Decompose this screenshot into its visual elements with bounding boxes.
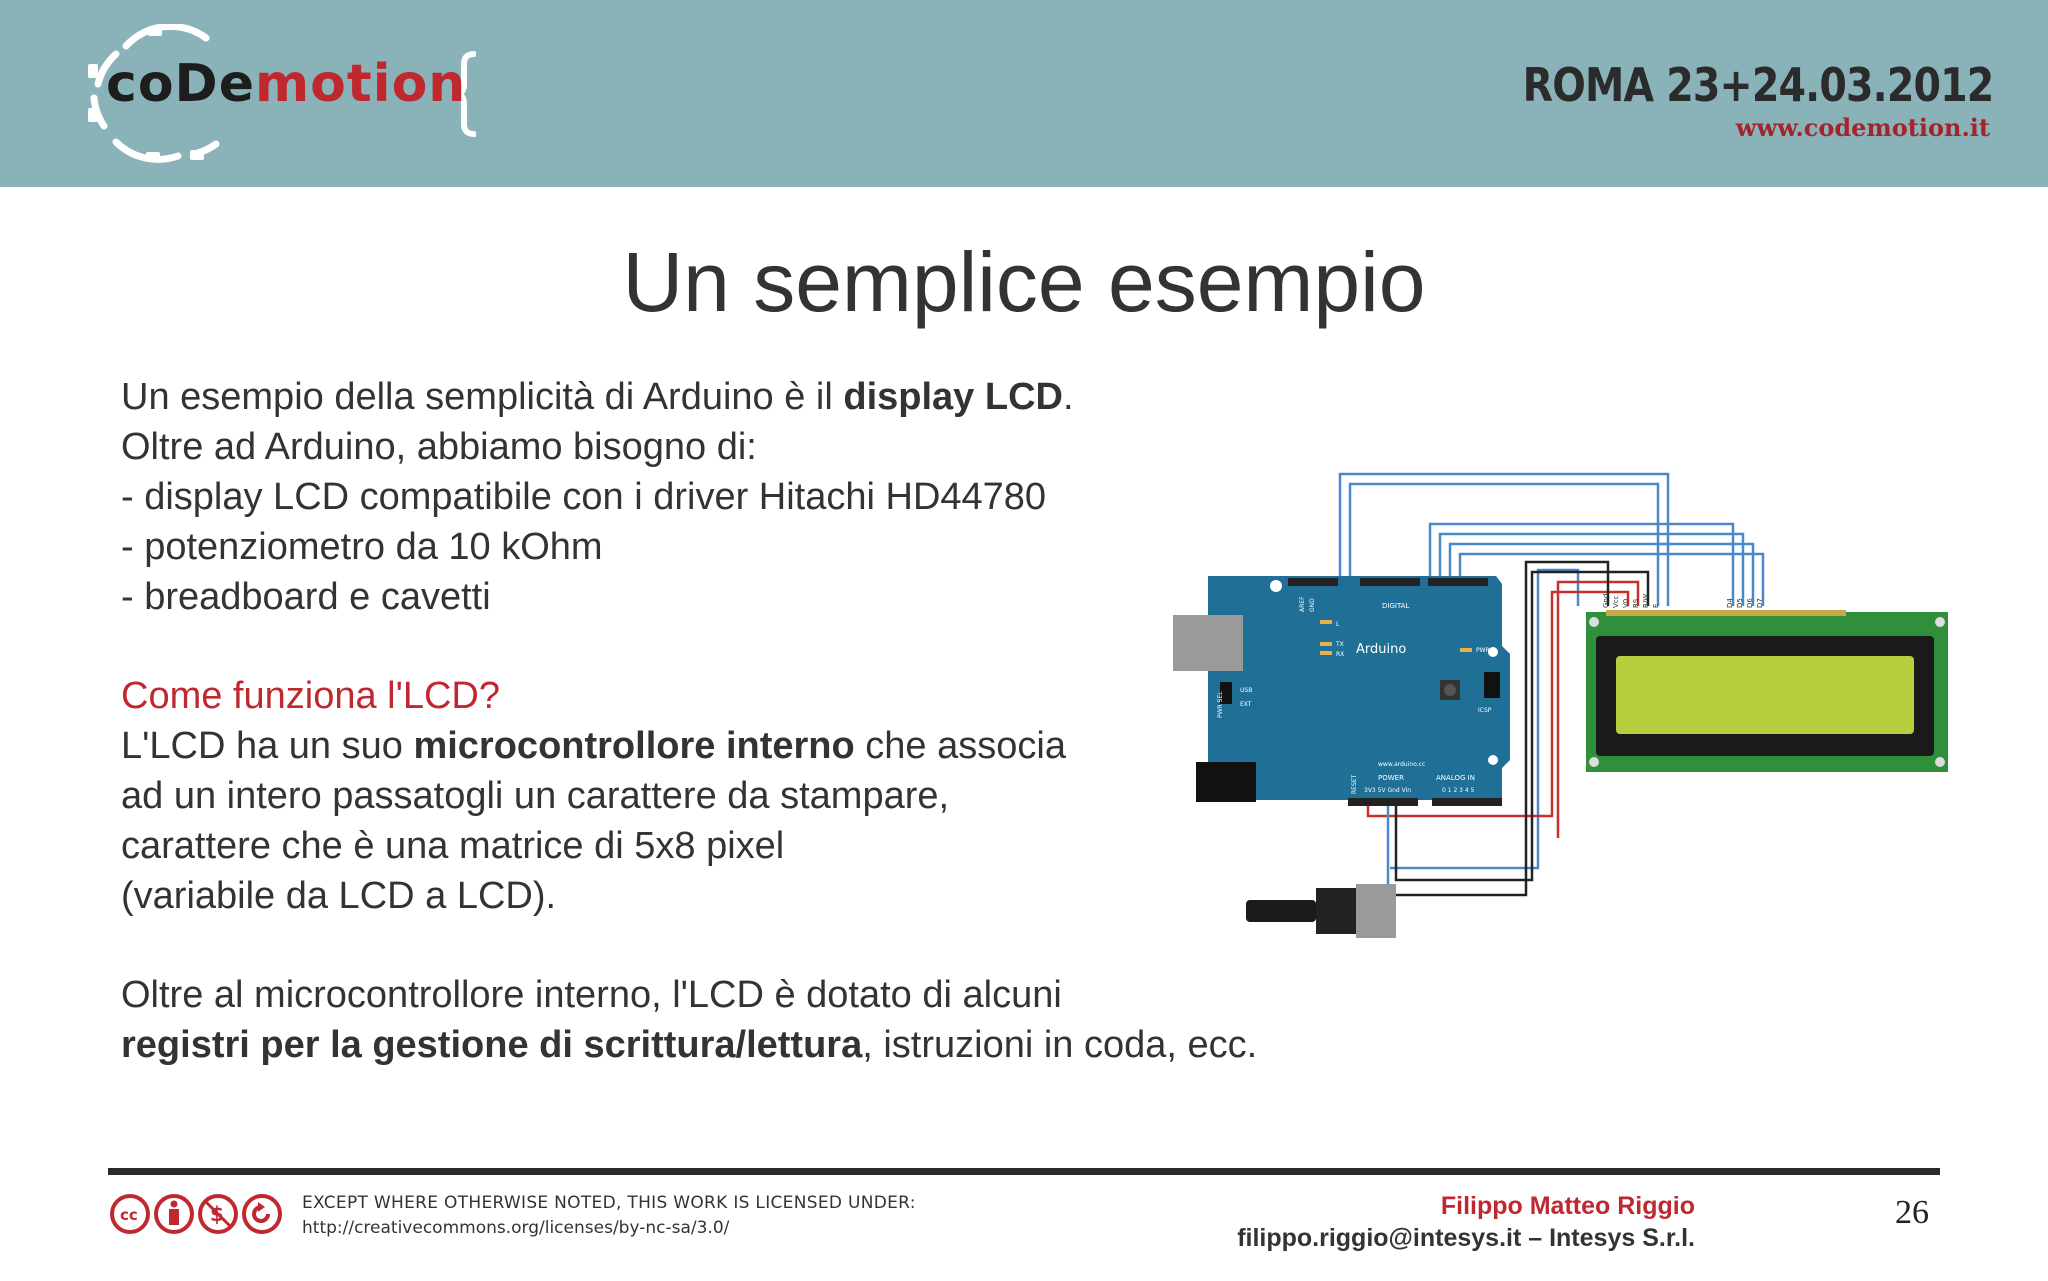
svg-text:cc: cc	[120, 1206, 138, 1224]
lcd-pin-label: RS	[1632, 598, 1640, 608]
lcd-pin-label: E	[1652, 604, 1660, 608]
tx-label: TX	[1335, 641, 1344, 648]
intro-text-block: Un esempio della semplicità di Arduino è…	[121, 372, 1074, 622]
how-line-2: ad un intero passatogli un carattere da …	[121, 775, 950, 817]
usb-label: USB	[1240, 687, 1252, 694]
analog-pins-label: 0 1 2 3 4 5	[1442, 787, 1475, 794]
lcd-pin-label: D4	[1726, 598, 1734, 608]
intro-line-4: - potenziometro da 10 kOhm	[121, 526, 603, 568]
intro-line-1-end: .	[1062, 376, 1074, 418]
power-pins-label: 3V3 5V Gnd Vin	[1364, 787, 1411, 794]
l-label: L	[1336, 621, 1340, 628]
how-line-1: L'LCD ha un suo microcontrollore interno…	[121, 721, 1066, 771]
intro-line-1-bold: display LCD	[843, 376, 1063, 418]
logo-text-dark: coDe	[106, 54, 255, 114]
sa-icon	[242, 1194, 282, 1234]
logo-text-red: motion	[254, 54, 467, 114]
how-line-4: (variabile da LCD a LCD).	[121, 875, 557, 917]
arduino-lcd-wiring-diagram: Arduino www.arduino.cc DIGITAL ANALOG IN…	[1173, 472, 1948, 938]
slide-title: Un semplice esempio	[622, 235, 1426, 329]
icsp-label: ICSP	[1478, 707, 1492, 714]
intro-line-3: - display LCD compatibile con i driver H…	[121, 476, 1047, 518]
license-url-link[interactable]: http://creativecommons.org/licenses/by-n…	[302, 1218, 730, 1238]
author-contact: filippo.riggio@intesys.it – Intesys S.r.…	[1237, 1224, 1695, 1252]
ext-label: EXT	[1240, 701, 1252, 708]
event-url-link[interactable]: www.codemotion.it	[1735, 113, 1990, 142]
cc-license-icons: cc $	[110, 1194, 282, 1234]
license-text: EXCEPT WHERE OTHERWISE NOTED, THIS WORK …	[302, 1191, 916, 1241]
outro-text-block: Oltre al microcontrollore interno, l'LCD…	[121, 970, 1257, 1070]
logo-wordmark: coDemotion	[106, 58, 466, 110]
digital-label: DIGITAL	[1382, 602, 1409, 610]
reset-label: RESET	[1351, 774, 1358, 794]
how-line-1-end: che associa	[854, 725, 1066, 767]
how-line-1-bold: microcontrollore interno	[413, 725, 855, 767]
codemotion-logo-gear-icon	[88, 24, 476, 163]
how-line-3: carattere che è una matrice di 5x8 pixel	[121, 825, 785, 867]
lcd-pin-label: V0	[1622, 599, 1630, 608]
gnd-label: GND	[1309, 598, 1316, 612]
potentiometer	[1246, 884, 1396, 938]
by-icon	[154, 1194, 194, 1234]
usb-port-icon	[1173, 615, 1243, 671]
pwr-sel-label: PWR SEL	[1217, 691, 1224, 718]
header-banner: coDemotion ROMA 23+24.03.2012 www.codemo…	[0, 0, 2048, 187]
outro-line-2-bold: registri per la gestione di scrittura/le…	[121, 1024, 863, 1066]
board-label: Arduino	[1356, 642, 1406, 657]
event-date: ROMA 23+24.03.2012	[1522, 58, 1994, 112]
lcd-pin-label: R/W	[1642, 594, 1650, 608]
lcd-pin-label: D6	[1746, 598, 1754, 608]
board-url: www.arduino.cc	[1378, 761, 1425, 768]
lcd-pin-label: D5	[1736, 598, 1744, 608]
power-label: POWER	[1378, 774, 1404, 782]
outro-line-2: registri per la gestione di scrittura/le…	[121, 1020, 1257, 1070]
nc-icon	[198, 1194, 238, 1234]
lcd-pin-label: D7	[1756, 598, 1764, 608]
intro-line-2: Oltre ad Arduino, abbiamo bisogno di:	[121, 426, 757, 468]
how-heading: Come funziona l'LCD?	[121, 675, 500, 717]
lcd-pin-label: Vcc	[1612, 595, 1620, 608]
rx-label: RX	[1336, 651, 1344, 658]
license-notice: EXCEPT WHERE OTHERWISE NOTED, THIS WORK …	[302, 1193, 916, 1213]
arduino-board: Arduino www.arduino.cc DIGITAL ANALOG IN…	[1173, 576, 1510, 806]
author-name: Filippo Matteo Riggio	[1440, 1192, 1695, 1220]
lcd-pin-label: Gnd	[1602, 594, 1610, 608]
intro-line-1-text: Un esempio della semplicità di Arduino è…	[121, 376, 844, 418]
analog-label: ANALOG IN	[1436, 774, 1475, 782]
power-jack-icon	[1196, 762, 1256, 802]
footer-divider	[108, 1168, 1940, 1175]
cc-icon	[110, 1194, 150, 1234]
outro-line-2-text: , istruzioni in coda, ecc.	[862, 1024, 1258, 1066]
blue-wires	[1338, 472, 1765, 606]
how-line-1-text: L'LCD ha un suo	[121, 725, 414, 767]
page-number: 26	[1895, 1194, 1929, 1231]
how-text-block: Come funziona l'LCD? L'LCD ha un suo mic…	[121, 671, 1066, 921]
pwr-label: PWR	[1476, 647, 1490, 654]
outro-line-1: Oltre al microcontrollore interno, l'LCD…	[121, 974, 1062, 1016]
aref-label: AREF	[1299, 596, 1306, 612]
author-block: Filippo Matteo Riggio filippo.riggio@int…	[1237, 1190, 1695, 1254]
intro-line-5: - breadboard e cavetti	[121, 576, 491, 618]
intro-line-1: Un esempio della semplicità di Arduino è…	[121, 372, 1074, 422]
